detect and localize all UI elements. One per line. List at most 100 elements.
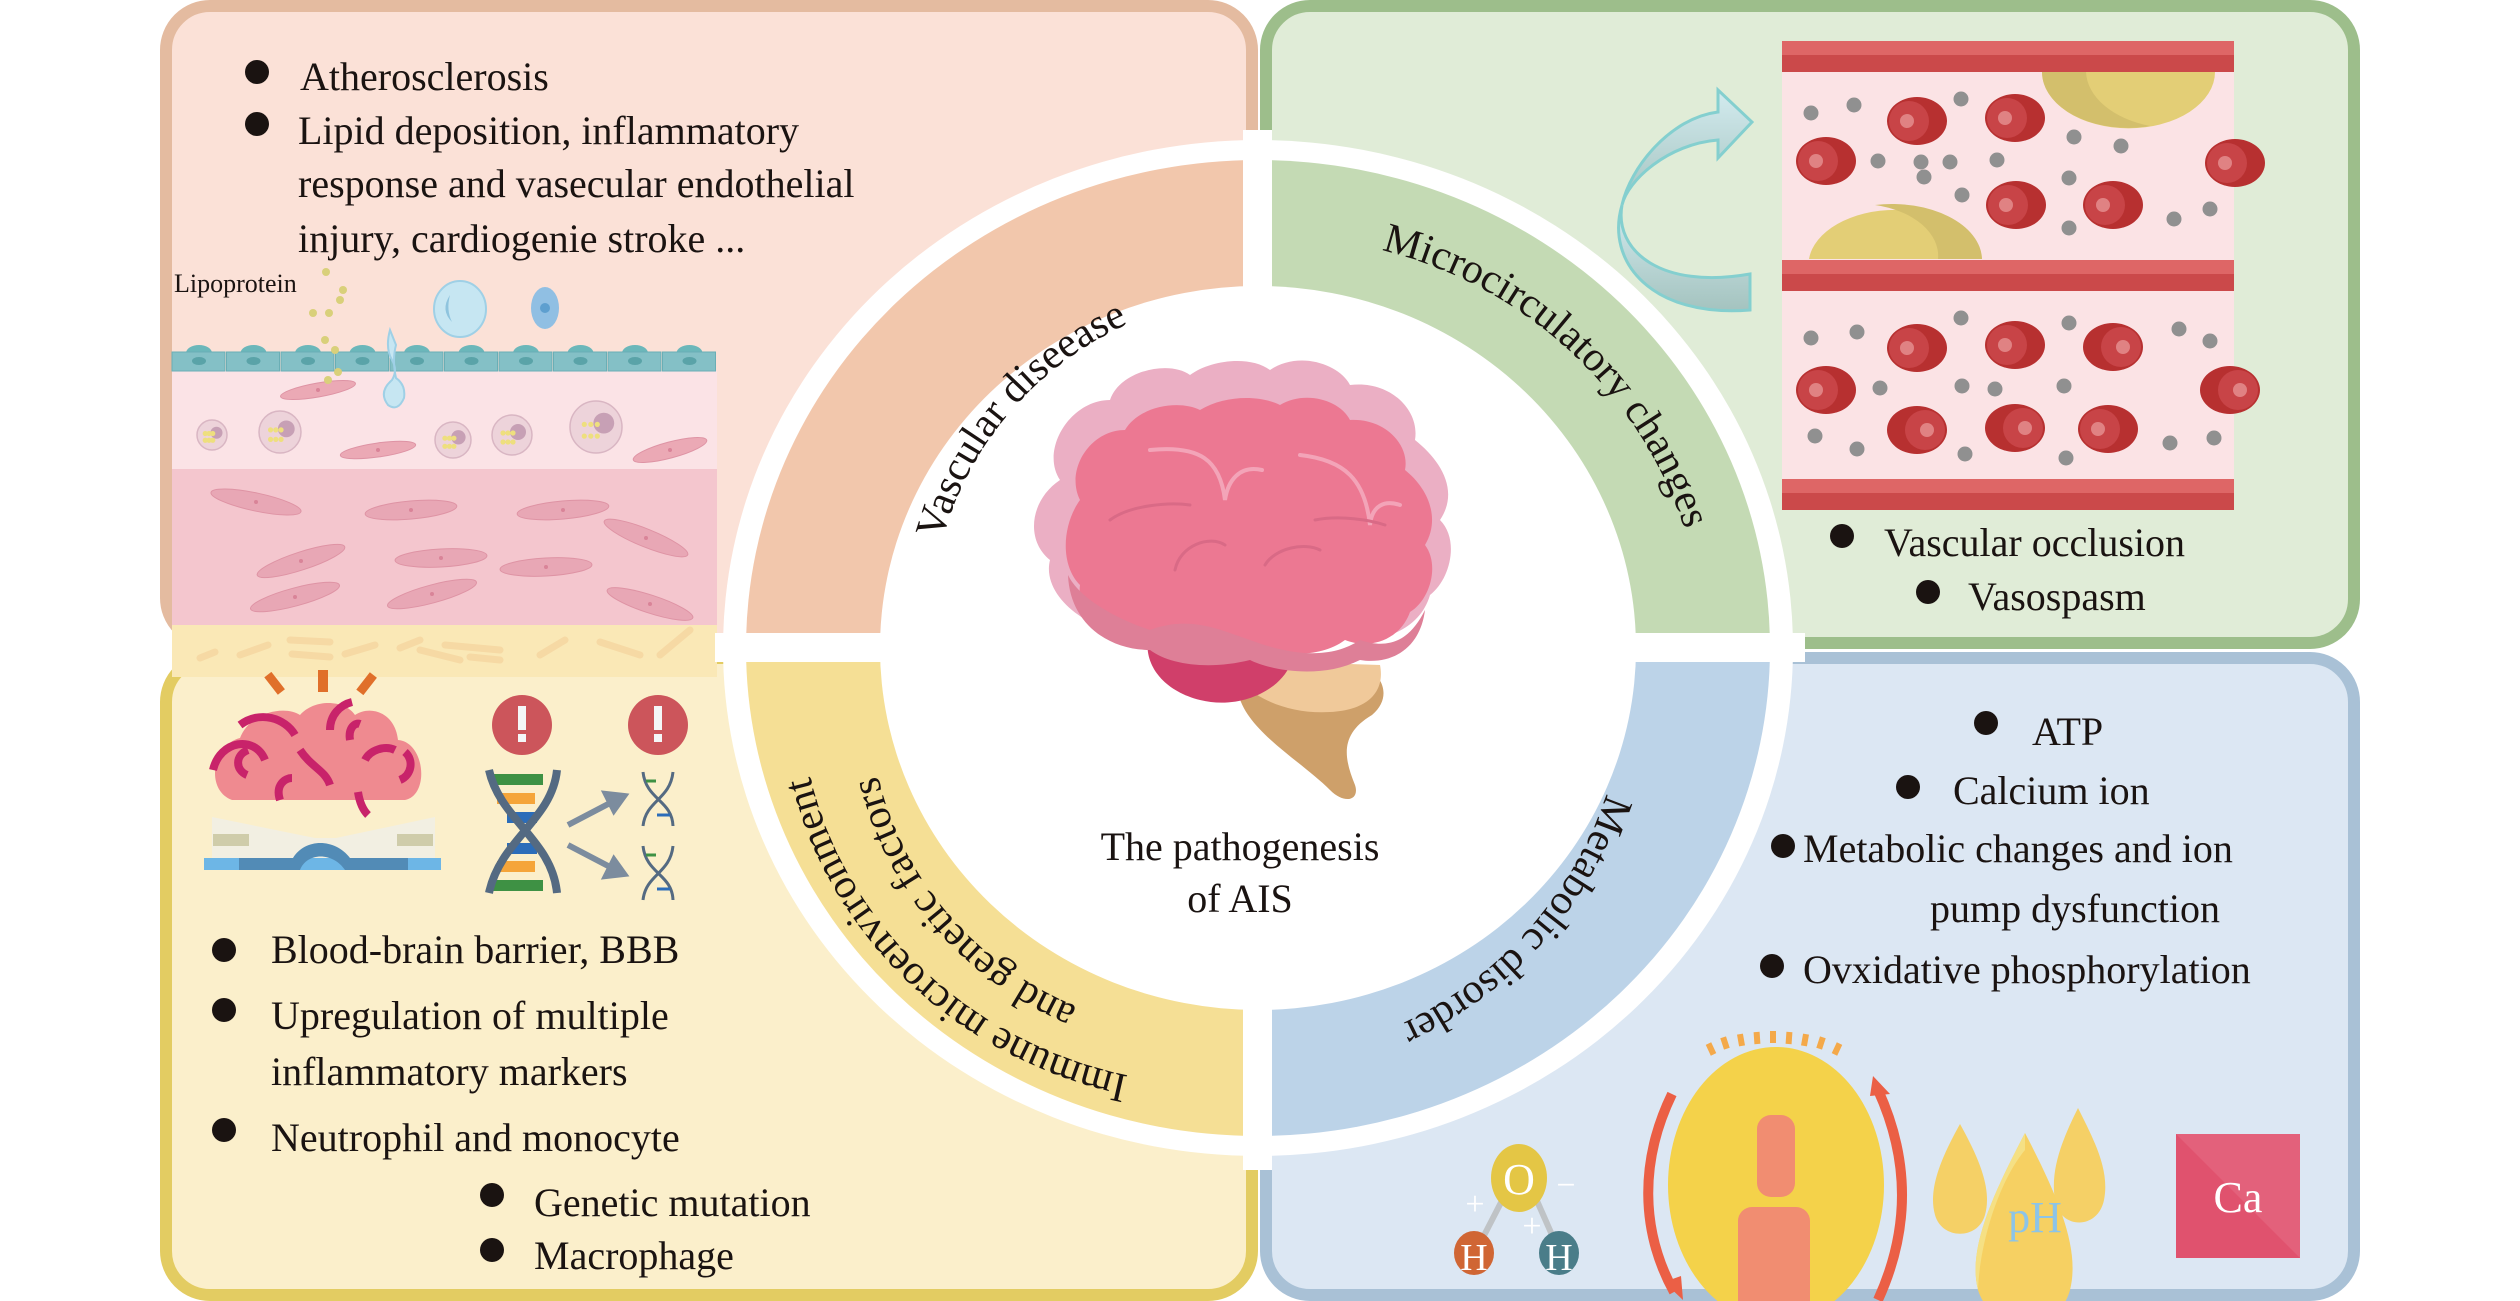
- plus-sign: +: [1465, 1186, 1484, 1223]
- calcium-tile-icon: Ca: [2176, 1134, 2300, 1258]
- bullet-dot: [1896, 775, 1920, 799]
- calcium-label: Ca: [2214, 1173, 2263, 1222]
- bullet-upregulation: Upregulation of multiple: [271, 993, 669, 1038]
- platelet: [2113, 138, 2129, 154]
- smooth-muscle-cells: [210, 379, 708, 621]
- microcirculatory-bullets: Vascular occlusion Vasospasm: [1830, 520, 2185, 619]
- bullet-dot: [212, 938, 236, 962]
- platelet: [1807, 428, 1823, 444]
- red-blood-cells: [1796, 94, 2265, 454]
- bullet-dot: [1830, 524, 1854, 548]
- bullet-dot: [1771, 834, 1795, 858]
- bullet-calcium-ion: Calcium ion: [1953, 768, 2150, 813]
- hydrogen-label: H: [1545, 1237, 1572, 1279]
- bullet-dot: [1916, 580, 1940, 604]
- platelet: [2202, 201, 2218, 217]
- alert-icon: [628, 695, 688, 755]
- ion-pump-icon: [1643, 1031, 1907, 1301]
- platelet: [1987, 381, 2003, 397]
- platelet: [1846, 97, 1862, 113]
- bullet-macrophage: Macrophage: [534, 1233, 734, 1278]
- minus-sign: −: [1556, 1167, 1575, 1204]
- immune-bullets: Blood-brain barrier, BBB Upregulation of…: [212, 927, 811, 1278]
- hydrogen-label: H: [1460, 1237, 1487, 1279]
- bullet-lipid-deposition: Lipid deposition, inflammatory: [298, 108, 799, 153]
- bullet-dot: [212, 1118, 236, 1142]
- platelet: [2061, 220, 2077, 236]
- ph-drops-icon: pH: [1932, 1108, 2106, 1301]
- endothelial-layer: [171, 345, 716, 372]
- vessel-walls: [1782, 41, 2234, 510]
- oxygen-label: O: [1503, 1155, 1535, 1204]
- monocyte-cells: [382, 280, 559, 409]
- bullet-oxidative-phosphorylation: Ovxidative phosphorylation: [1803, 947, 2251, 992]
- bullet-upregulation-line2: inflammatory markers: [271, 1049, 628, 1094]
- platelet: [1953, 310, 1969, 326]
- bullet-metabolic-changes-line2: pump dysfunction: [1930, 886, 2220, 931]
- bullet-dot: [245, 112, 269, 136]
- vascular-bullets: Atherosclerosis Lipid deposition, inflam…: [245, 54, 854, 261]
- ph-label: pH: [2008, 1193, 2062, 1242]
- brain-icon: [1033, 360, 1451, 800]
- bullet-dot: [1974, 711, 1998, 735]
- platelet: [1954, 187, 1970, 203]
- platelet: [2066, 129, 2082, 145]
- lipoprotein-label: Lipoprotein: [174, 269, 297, 298]
- metabolic-bullets: ATP Calcium ion Metabolic changes and io…: [1760, 709, 2251, 992]
- bullet-lipid-deposition-line2: response and vasecular endothelial: [298, 161, 854, 206]
- bullet-dot: [1760, 954, 1784, 978]
- platelet: [2056, 378, 2072, 394]
- platelet: [1954, 378, 1970, 394]
- platelet: [2171, 321, 2187, 337]
- curved-arrow-icon: [1617, 86, 1755, 313]
- platelet: [1989, 152, 2005, 168]
- platelet: [1849, 441, 1865, 457]
- platelet: [1957, 446, 1973, 462]
- center-title-line2: of AIS: [1187, 876, 1293, 921]
- platelet: [1913, 154, 1929, 170]
- bullet-atp: ATP: [2032, 709, 2103, 754]
- genetic-icons: [485, 695, 688, 901]
- lipoprotein-particles: [309, 268, 347, 384]
- platelets: [1803, 91, 2222, 466]
- bullet-genetic-mutation: Genetic mutation: [534, 1180, 811, 1225]
- blood-vessel-icon: [1782, 41, 2265, 510]
- bullet-atherosclerosis: Atherosclerosis: [300, 54, 549, 99]
- bullet-neutrophil-monocyte: Neutrophil and monocyte: [271, 1115, 680, 1160]
- platelet: [1803, 105, 1819, 121]
- adventitia-fibers: [196, 626, 694, 664]
- foam-cells: [196, 400, 623, 459]
- bullet-lipid-deposition-line3: injury, cardiogenie stroke ...: [298, 216, 745, 261]
- artery-wall-icon: Lipoprotein: [171, 268, 717, 677]
- platelet: [1872, 380, 1888, 396]
- plaques: [1809, 72, 2215, 259]
- bullet-dot: [245, 60, 269, 84]
- platelet: [2162, 435, 2178, 451]
- bullet-blood-brain-barrier: Blood-brain barrier, BBB: [271, 927, 679, 972]
- bullet-dot: [480, 1238, 504, 1262]
- platelet: [2061, 170, 2077, 186]
- brain-book-icon: [204, 670, 441, 870]
- platelet: [2061, 315, 2077, 331]
- bullet-metabolic-changes: Metabolic changes and ion: [1803, 826, 2233, 871]
- bullet-vascular-occlusion: Vascular occlusion: [1884, 520, 2185, 565]
- dna-icon: [485, 769, 561, 894]
- platelet: [2202, 333, 2218, 349]
- dna-icon: [641, 771, 675, 901]
- platelet: [2166, 211, 2182, 227]
- platelet: [1849, 324, 1865, 340]
- water-molecule-icon: O H H + + −: [1454, 1144, 1579, 1279]
- center-title-line1: The pathogenesis: [1101, 824, 1380, 869]
- dashed-arc: [1705, 1031, 1843, 1056]
- alert-icon: [492, 695, 552, 755]
- mutation-arrows: [566, 790, 630, 880]
- bullet-vasospasm: Vasospasm: [1968, 574, 2146, 619]
- platelet: [1942, 154, 1958, 170]
- platelet: [1916, 169, 1932, 185]
- platelet: [2206, 430, 2222, 446]
- platelet: [1953, 91, 1969, 107]
- platelet: [1803, 330, 1819, 346]
- platelet: [1870, 153, 1886, 169]
- bullet-dot: [480, 1183, 504, 1207]
